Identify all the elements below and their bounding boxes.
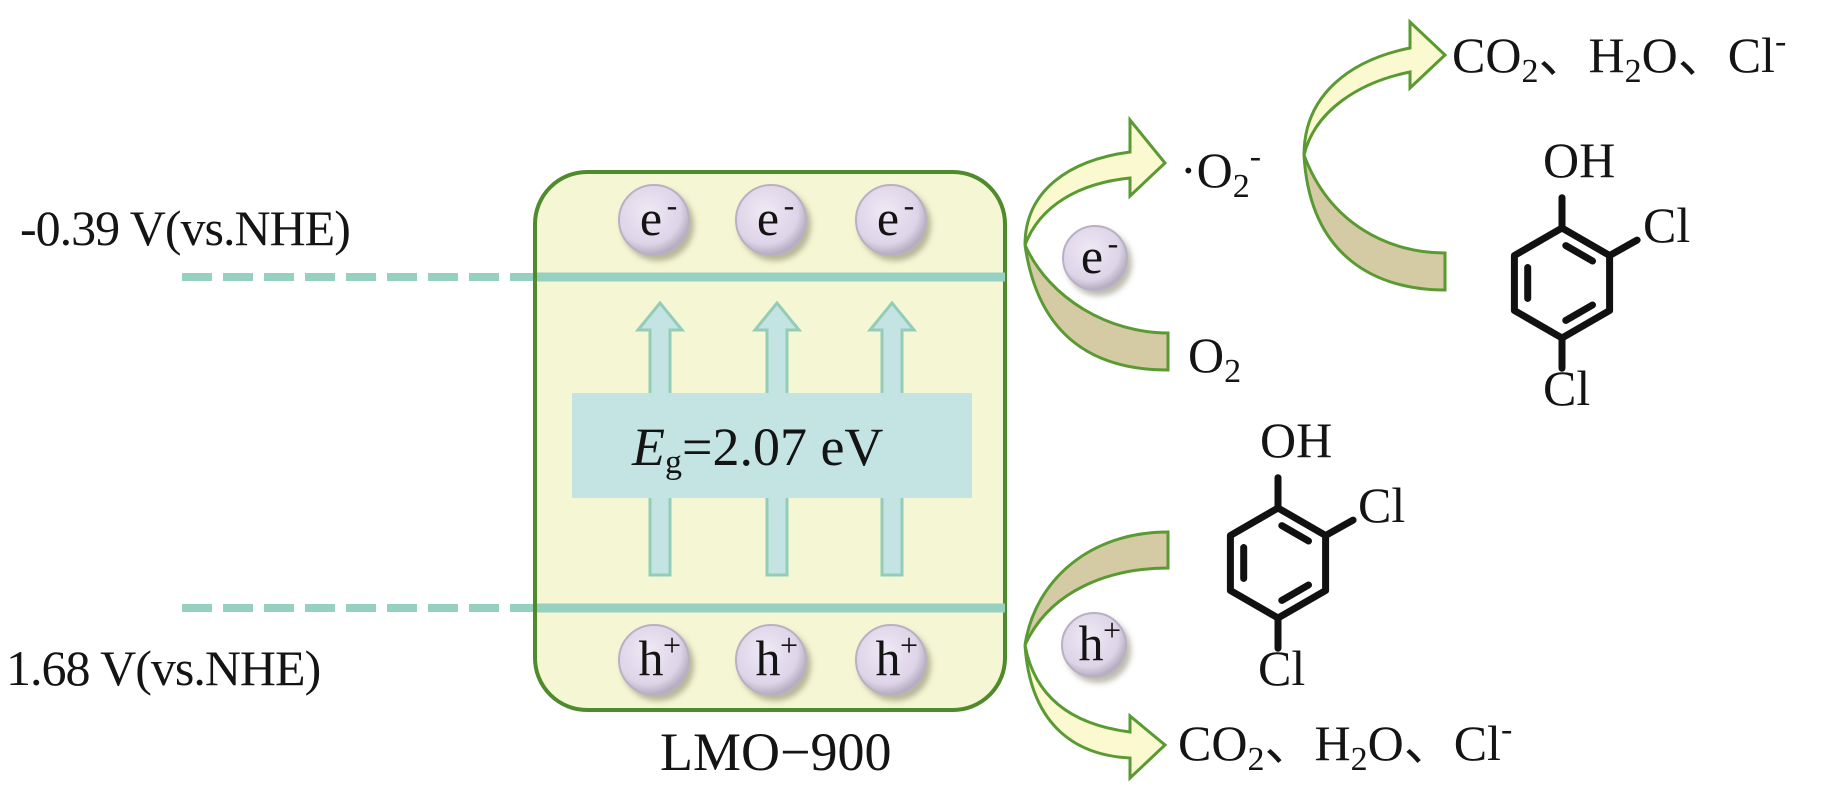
superoxide-label: ·O2- [1180,140,1261,204]
electron-charge: - [784,187,795,223]
upper-oh-label: OH [1543,132,1616,188]
superoxide-sub: 2 [1232,168,1250,205]
product-co2-sub: 2 [1521,53,1539,90]
catalyst-name: LMO−900 [660,722,892,782]
hole: h+ [735,624,807,696]
electron: e- [855,184,927,256]
lower-para-cl-label: Cl [1258,640,1306,696]
free-electron: e- [1062,225,1128,291]
electron: e- [735,184,807,256]
dichlorophenol-structure-upper [1510,194,1641,372]
radical-attack-arrow-dark [1302,154,1447,292]
electron: e- [618,184,690,256]
hole-circle [618,624,690,696]
hole-charge: + [663,627,681,663]
band-gap-value: =2.07 eV [682,417,884,477]
electron-circle [735,184,807,256]
separator: 、 [1677,27,1728,83]
ortho-cl-bond [1606,236,1641,259]
electron-symbol: e [640,190,662,246]
hole-circle [855,624,927,696]
free-electron-symbol: e [1081,228,1103,284]
electron-circle [855,184,927,256]
free-hole-symbol: h [1079,615,1104,671]
hole-circle [735,624,807,696]
superoxide-charge: - [1249,138,1262,175]
superoxide-base: O [1196,142,1233,198]
free-electron-charge: - [1108,225,1119,261]
hole-group: h+h+h+ [618,624,927,696]
product-co2-sub: 2 [1247,741,1265,778]
valence-band-potential-label: 1.68 V(vs.NHE) [6,640,321,696]
hole-symbol: h [876,630,901,686]
hole-symbol: h [639,630,664,686]
product-h2o-sub: 2 [1624,53,1642,90]
product-chloride-charge: - [1500,711,1513,748]
product-co2: CO [1178,715,1248,771]
free-hole: h+ [1061,612,1127,678]
product-h2o-tail: O [1641,27,1678,83]
superoxide-dot: · [1180,142,1197,198]
oxidation-products-label: CO2、H2O、Cl- [1178,713,1512,777]
free-electron-circle [1062,225,1128,291]
product-chloride-charge: - [1774,23,1787,60]
electron-circle [618,184,690,256]
product-chloride: Cl [1453,715,1501,771]
oxidation-arrow-light [1023,644,1168,782]
double-bond [1278,581,1313,604]
radical-attack-arrow-light [1302,18,1448,156]
dichlorophenol-structure-lower [1226,474,1357,652]
hole: h+ [855,624,927,696]
band-gap-label: Eg=2.07 eV [632,417,884,480]
oxygen-label: O2 [1188,327,1241,389]
electron-charge: - [904,187,915,223]
lower-ortho-cl-label: Cl [1358,477,1406,533]
product-co2: CO [1452,27,1522,83]
band-gap-symbol: E [632,417,665,477]
product-chloride: Cl [1727,27,1775,83]
separator: 、 [1403,715,1454,771]
hole-symbol: h [756,630,781,686]
free-carriers: e-h+ [1061,225,1128,678]
hole-charge: + [780,627,798,663]
electron-group: e-e-e- [618,184,927,256]
separator: 、 [1264,715,1315,771]
electron-symbol: e [757,190,779,246]
oxygen-sub: 2 [1224,353,1242,390]
conduction-band-potential-label: -0.39 V(vs.NHE) [20,200,351,256]
double-bond [1562,301,1597,324]
electron-charge: - [667,187,678,223]
double-bond [1278,522,1313,545]
lower-oh-label: OH [1260,412,1333,468]
upper-para-cl-label: Cl [1543,360,1591,416]
radical-products-label: CO2、H2O、Cl- [1452,25,1786,89]
electron-symbol: e [877,190,899,246]
oxygen-base: O [1188,327,1225,383]
product-h2o: H [1314,715,1351,771]
double-bond [1562,242,1597,265]
reduction-arrow-light [1023,115,1168,246]
band-gap-band [572,393,972,498]
product-h2o: H [1588,27,1625,83]
free-hole-circle [1061,612,1127,678]
free-hole-charge: + [1103,612,1121,648]
hole: h+ [618,624,690,696]
product-h2o-sub: 2 [1350,741,1368,778]
product-h2o-tail: O [1367,715,1404,771]
hole-charge: + [900,627,918,663]
band-gap-subscript: g [665,444,682,481]
upper-ortho-cl-label: Cl [1643,197,1691,253]
ortho-cl-bond [1322,516,1357,539]
reduction-arrow-dark [1023,244,1170,372]
separator: 、 [1538,27,1589,83]
